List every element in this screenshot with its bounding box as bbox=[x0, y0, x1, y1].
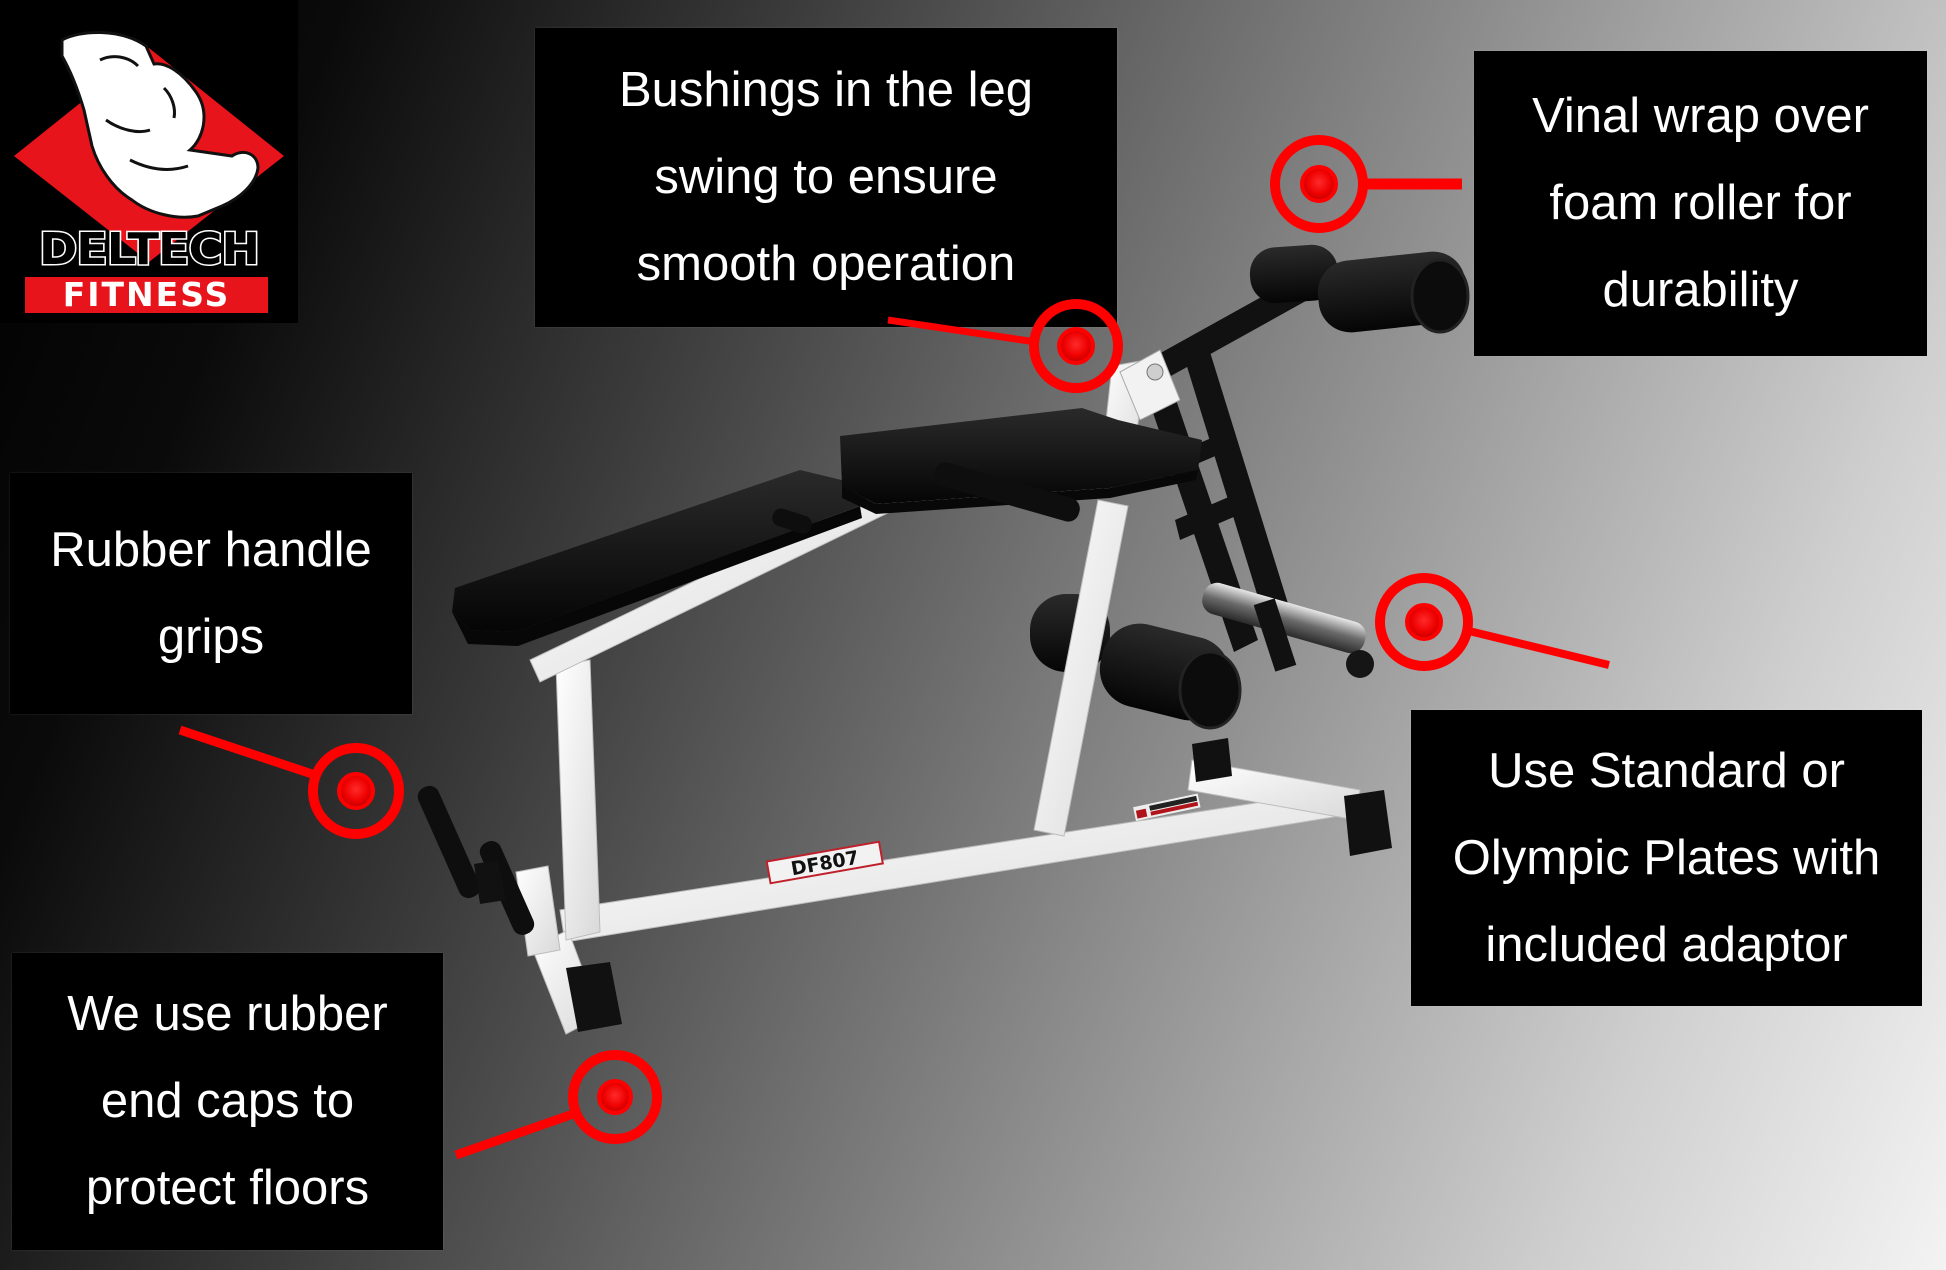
callout-line: foam roller for bbox=[1549, 176, 1852, 230]
callout-bushings: Bushings in the leg swing to ensure smoo… bbox=[535, 28, 1117, 327]
callout-line: protect floors bbox=[85, 1161, 370, 1215]
callout-line: Vinal wrap over bbox=[1532, 89, 1869, 143]
callout-endcaps: We use rubber end caps to protect floors bbox=[12, 953, 443, 1250]
callout-roller: Vinal wrap over foam roller for durabili… bbox=[1474, 51, 1927, 356]
callout-line: swing to ensure bbox=[654, 150, 998, 204]
callout-line: included adaptor bbox=[1485, 917, 1848, 972]
callout-line: Olympic Plates with bbox=[1452, 830, 1881, 885]
end-caps bbox=[474, 738, 1392, 1032]
top-roller bbox=[1249, 244, 1470, 334]
pivot-plate bbox=[1119, 349, 1181, 421]
bodybuilder-emblem-icon bbox=[14, 31, 284, 262]
callout-plates: Use Standard or Olympic Plates with incl… bbox=[1411, 710, 1922, 1006]
callout-line: grips bbox=[157, 609, 265, 664]
logo-wordmark-fitness: FITNESS bbox=[25, 277, 268, 313]
callout-line: Use Standard or bbox=[1488, 743, 1845, 798]
plate-adaptor bbox=[1202, 582, 1374, 678]
white-frame bbox=[515, 359, 1361, 1035]
brand-sticker bbox=[1133, 793, 1201, 821]
callout-line: end caps to bbox=[100, 1074, 355, 1128]
callout-grips: Rubber handle grips bbox=[10, 473, 412, 714]
callout-line: Rubber handle bbox=[50, 522, 372, 577]
brand-logo: DELTECH FITNESS bbox=[0, 0, 298, 323]
callout-line: smooth operation bbox=[636, 237, 1016, 291]
bench-pads bbox=[452, 408, 1202, 646]
callout-line: Bushings in the leg bbox=[618, 63, 1034, 117]
callout-line: durability bbox=[1602, 263, 1799, 317]
logo-wordmark-deltech: DELTECH bbox=[37, 224, 261, 275]
callout-line: We use rubber bbox=[67, 987, 388, 1041]
